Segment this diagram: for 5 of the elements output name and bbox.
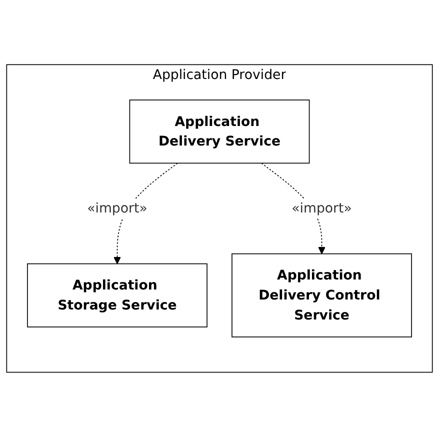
node-box: Application Delivery Service: [129, 100, 310, 164]
node-box: Application Storage Service: [27, 263, 208, 328]
edge-label: «import»: [87, 200, 148, 216]
node-box: Application Delivery Control Service: [232, 253, 412, 338]
edge-label: «import»: [292, 200, 352, 216]
